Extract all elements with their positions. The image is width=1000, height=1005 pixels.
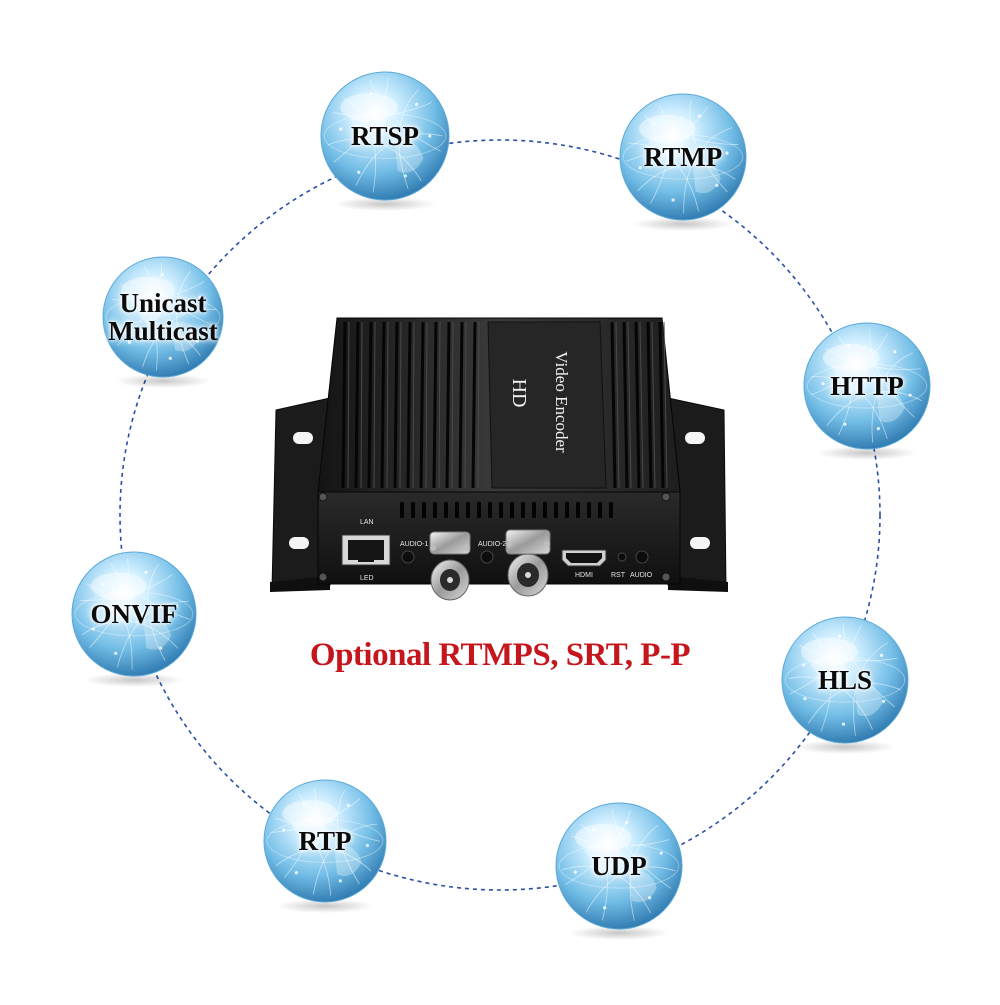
- audio2-jack: [480, 550, 494, 564]
- globe-label-hls: HLS: [765, 666, 925, 694]
- fin-groove: [367, 321, 373, 489]
- vent-slot: [565, 502, 569, 518]
- screw: [318, 492, 328, 502]
- globe-rtp: [263, 779, 387, 913]
- audio1-jack: [401, 550, 415, 564]
- screw: [318, 572, 328, 582]
- fin-groove: [622, 321, 629, 489]
- vent-slot: [444, 502, 448, 518]
- fin-groove: [658, 321, 665, 489]
- globe-label-line: Multicast: [108, 316, 218, 346]
- globe-label-rtp: RTP: [245, 827, 405, 855]
- fin-groove: [354, 321, 360, 489]
- port-label-audio: AUDIO: [630, 572, 653, 579]
- vent-slot: [609, 502, 613, 518]
- globe-label-line: RTSP: [350, 121, 420, 151]
- fin-groove: [610, 321, 617, 489]
- vent-slot: [554, 502, 558, 518]
- vent-slot: [532, 502, 536, 518]
- front-vents: [400, 502, 613, 518]
- vent-slot: [587, 502, 591, 518]
- label-plate: [487, 321, 607, 489]
- vent-slot: [488, 502, 492, 518]
- audio-out-jack: [635, 550, 649, 564]
- vent-slot: [510, 502, 514, 518]
- vent-slot: [521, 502, 525, 518]
- device-label-hd: HD: [508, 379, 530, 408]
- vent-slot: [422, 502, 426, 518]
- fin-groove: [646, 321, 653, 489]
- globe-label-http: HTTP: [787, 372, 947, 400]
- optional-protocols-tagline: Optional RTMPS, SRT, P-P: [309, 637, 691, 673]
- globe-http: [803, 322, 931, 460]
- fin-groove: [634, 321, 641, 489]
- reset-button: [617, 552, 627, 562]
- fin-groove: [458, 321, 464, 489]
- vent-slot: [455, 502, 459, 518]
- vent-slot: [576, 502, 580, 518]
- heat-sink-fins: [341, 321, 668, 489]
- port-label-rst: RST: [611, 572, 626, 579]
- globe-label-onvif: ONVIF: [54, 600, 214, 628]
- globe-label-line: HTTP: [830, 371, 904, 401]
- globes-layer: [71, 71, 931, 940]
- vent-slot: [499, 502, 503, 518]
- screw: [661, 572, 671, 582]
- fin-groove: [471, 321, 477, 489]
- fin-groove: [406, 321, 412, 489]
- video-encoder-device: HD Video Encoder LAN LED AUDIO-1: [270, 317, 728, 601]
- port-label-audio1: AUDIO-1: [400, 541, 429, 548]
- screw: [661, 492, 671, 502]
- vent-slot: [477, 502, 481, 518]
- globe-label-udp: UDP: [539, 852, 699, 880]
- globe-udp: [555, 802, 683, 940]
- globe-label-rtsp: RTSP: [305, 122, 465, 150]
- fin-groove: [380, 321, 386, 489]
- fin-groove: [432, 321, 438, 489]
- mount-slot: [293, 432, 313, 444]
- fin-groove: [393, 321, 399, 489]
- fin-groove: [419, 321, 425, 489]
- port-label-audio2: AUDIO-2: [478, 541, 507, 548]
- device-label-model: Video Encoder: [552, 351, 571, 453]
- fin-groove: [341, 321, 347, 489]
- globe-label-line: ONVIF: [90, 599, 178, 629]
- globe-label-line: RTMP: [643, 142, 723, 172]
- vent-slot: [433, 502, 437, 518]
- globe-rtsp: [320, 71, 450, 211]
- globe-label-line: HLS: [817, 665, 873, 695]
- vent-slot: [400, 502, 404, 518]
- port-label-lan: LAN: [360, 519, 374, 526]
- port-label-hdmi: HDMI: [575, 572, 593, 579]
- mount-slot: [690, 537, 710, 549]
- bnc-connector-2: [505, 529, 551, 597]
- fin-groove: [445, 321, 451, 489]
- globe-label-line: RTP: [298, 826, 352, 856]
- globe-hls: [781, 616, 909, 754]
- globe-label-line: UDP: [591, 851, 647, 881]
- connection-ring: [119, 139, 881, 891]
- vent-slot: [598, 502, 602, 518]
- vent-slot: [411, 502, 415, 518]
- bnc-connector-1: [429, 531, 471, 601]
- globe-onvif: [71, 551, 197, 687]
- mount-slot: [289, 537, 309, 549]
- vent-slot: [466, 502, 470, 518]
- mount-slot: [685, 432, 705, 444]
- port-label-led: LED: [360, 575, 374, 582]
- globe-rtmp: [619, 93, 747, 231]
- vent-slot: [543, 502, 547, 518]
- globe-label-rtmp: RTMP: [603, 143, 763, 171]
- globe-label-line: Unicast: [119, 288, 207, 318]
- globe-unicast-multicast: [102, 256, 224, 388]
